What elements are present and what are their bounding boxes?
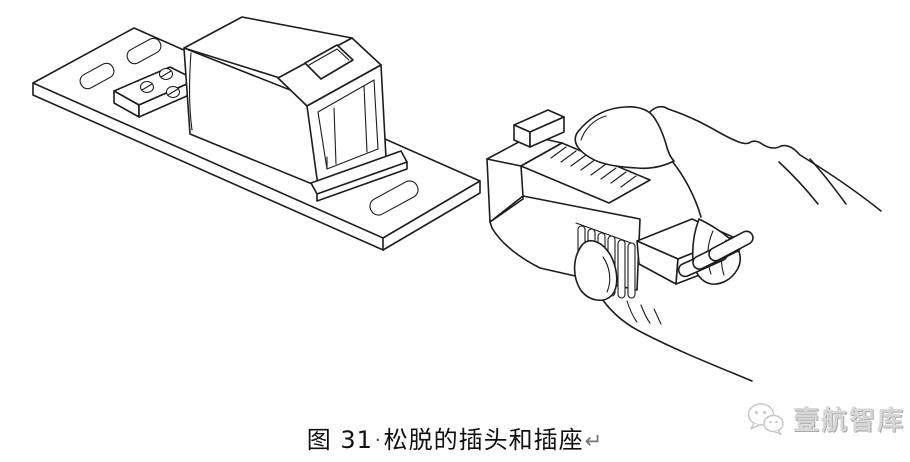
figure-caption: 图 31·松脱的插头和插座↵ (0, 420, 910, 455)
figure-label: 图 31 (306, 426, 373, 454)
plug-and-hand-illustration (486, 105, 882, 382)
socket-assembly-illustration (32, 16, 481, 251)
caption-separator: · (374, 430, 382, 451)
watermark-text: 壹航智库 (793, 406, 906, 436)
figure-title: 松脱的插头和插座 (383, 426, 584, 454)
watermark: 壹航智库 (747, 399, 907, 443)
wechat-icon (747, 402, 785, 440)
paragraph-mark: ↵ (584, 429, 604, 453)
